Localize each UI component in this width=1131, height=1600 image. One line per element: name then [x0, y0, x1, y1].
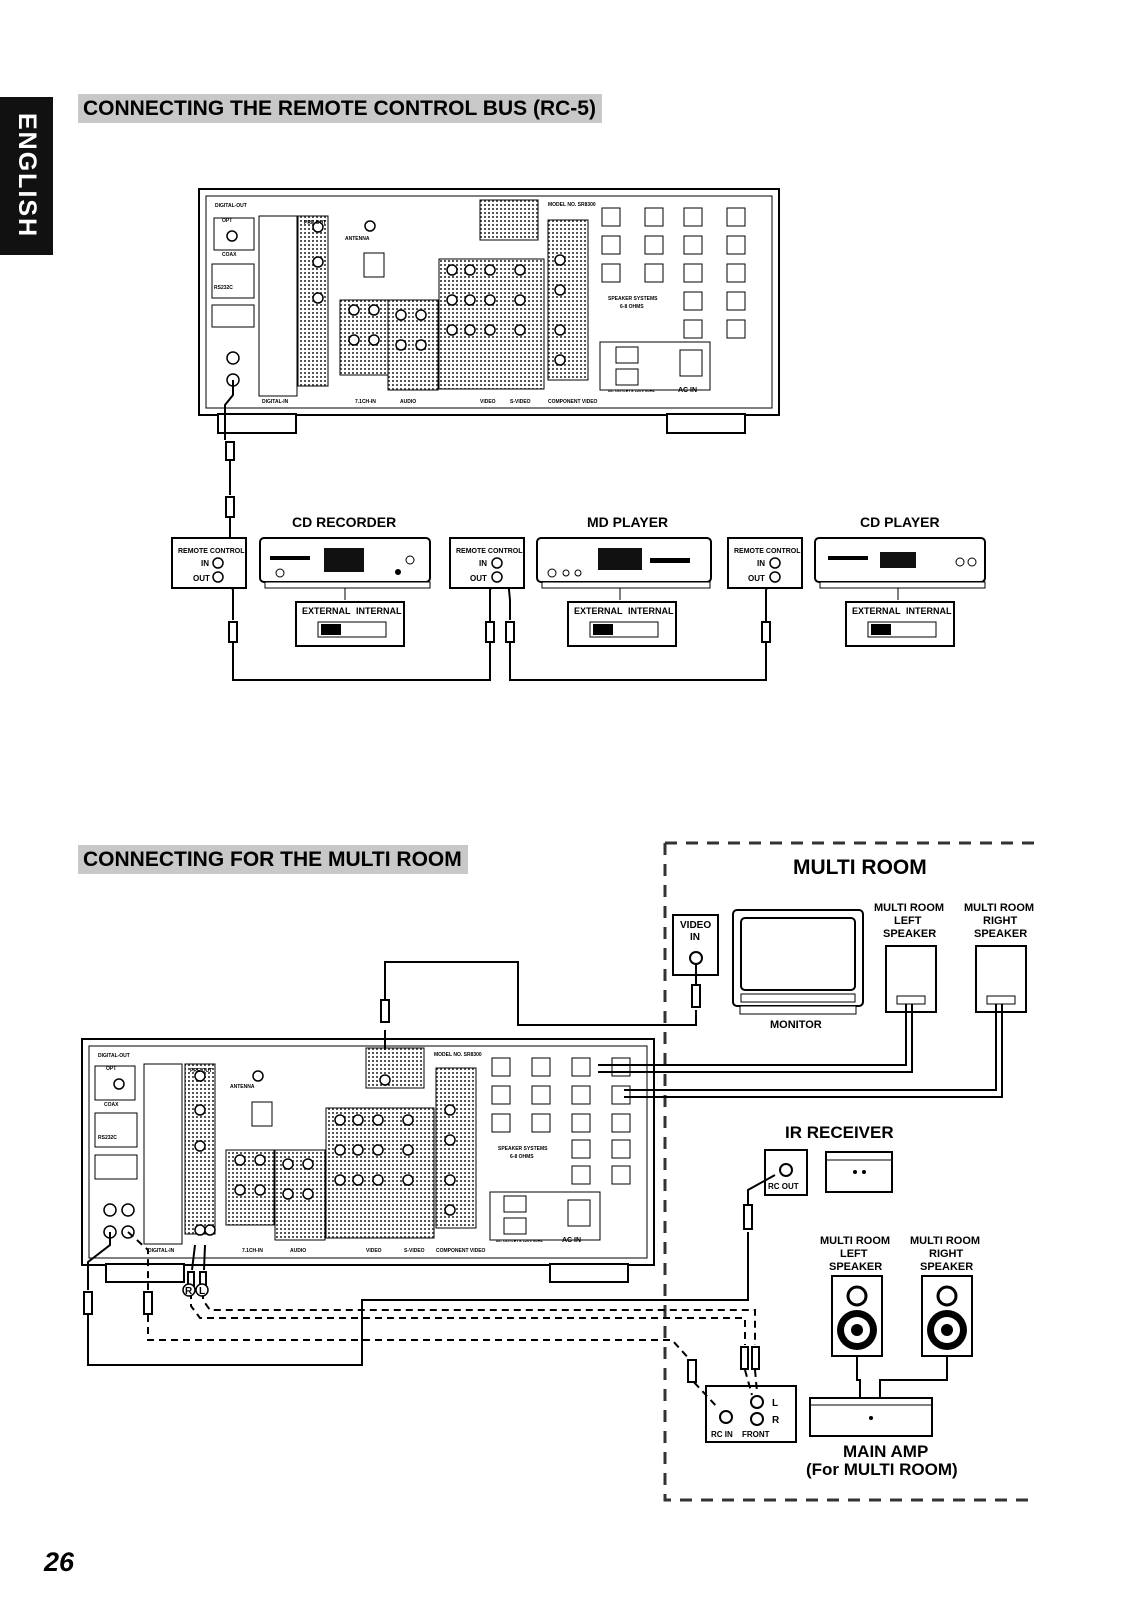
plug-r-label: R — [185, 1286, 193, 1297]
svg-text:SPEAKER: SPEAKER — [829, 1261, 882, 1273]
svg-text:OUT: OUT — [193, 574, 210, 583]
svg-text:SPEAKER: SPEAKER — [920, 1261, 973, 1273]
svg-text:EXTERNAL: EXTERNAL — [574, 606, 623, 616]
svg-text:DIGITAL-OUT: DIGITAL-OUT — [98, 1053, 130, 1059]
svg-text:EXTERNAL: EXTERNAL — [302, 606, 351, 616]
svg-text:AUDIO: AUDIO — [290, 1248, 306, 1254]
svg-text:RS232C: RS232C — [214, 285, 233, 291]
svg-text:AC IN: AC IN — [562, 1237, 581, 1244]
svg-text:DIGITAL-OUT: DIGITAL-OUT — [215, 203, 247, 209]
ir-receiver: IR RECEIVER RC OUT — [764, 1123, 894, 1196]
svg-text:ANTENNA: ANTENNA — [230, 1084, 255, 1090]
svg-text:7.1CH-IN: 7.1CH-IN — [242, 1248, 263, 1254]
svg-text:RC OUT: RC OUT — [768, 1182, 799, 1191]
svg-text:MAIN AMP: MAIN AMP — [843, 1442, 928, 1461]
cd-recorder: CD RECORDER REMOTE CONTROL IN OUT EXTERN… — [171, 514, 431, 647]
section-title-remote-bus: CONNECTING THE REMOTE CONTROL BUS (RC-5) — [78, 94, 602, 123]
svg-text:REMOTE CONTROL: REMOTE CONTROL — [734, 548, 801, 555]
svg-text:SPEAKER SYSTEMS: SPEAKER SYSTEMS — [498, 1146, 548, 1152]
svg-text:LEFT: LEFT — [840, 1248, 868, 1260]
svg-text:AC IN: AC IN — [678, 387, 697, 394]
svg-text:REMOTE CONTROL: REMOTE CONTROL — [178, 548, 245, 555]
svg-text:COAX: COAX — [222, 252, 237, 258]
svg-text:RIGHT: RIGHT — [929, 1248, 964, 1260]
plug-l-label: L — [199, 1286, 205, 1297]
svg-text:MULTI ROOM: MULTI ROOM — [874, 902, 944, 914]
svg-text:SPEAKER: SPEAKER — [974, 928, 1027, 940]
svg-text:OPT: OPT — [222, 218, 232, 224]
svg-text:RIGHT: RIGHT — [983, 915, 1018, 927]
svg-text:7.1CH-IN: 7.1CH-IN — [355, 399, 376, 405]
svg-text:CD PLAYER: CD PLAYER — [860, 514, 940, 530]
language-label: ENGLISH — [13, 113, 41, 239]
svg-text:ANTENNA: ANTENNA — [345, 236, 370, 242]
multi-speakers-bottom: MULTI ROOM LEFT SPEAKER MULTI ROOM RIGHT… — [820, 1235, 980, 1357]
svg-text:L: L — [772, 1398, 778, 1409]
svg-text:RS232C: RS232C — [98, 1135, 117, 1141]
svg-text:(For MULTI ROOM): (For MULTI ROOM) — [806, 1460, 958, 1479]
multi-room-title: MULTI ROOM — [793, 856, 927, 879]
svg-text:IR RECEIVER: IR RECEIVER — [785, 1123, 894, 1142]
svg-text:MD PLAYER: MD PLAYER — [587, 514, 668, 530]
svg-text:S-VIDEO: S-VIDEO — [510, 399, 531, 405]
svg-text:PRE OUT: PRE OUT — [190, 1068, 212, 1074]
svg-text:AC OUTLETS 120V 60HZ: AC OUTLETS 120V 60HZ — [496, 1238, 543, 1243]
svg-text:MODEL NO. SR8300: MODEL NO. SR8300 — [548, 202, 596, 208]
language-tab: ENGLISH — [0, 97, 53, 255]
svg-text:INTERNAL: INTERNAL — [906, 606, 952, 616]
svg-text:SPEAKER SYSTEMS: SPEAKER SYSTEMS — [608, 296, 658, 302]
cd-player: CD PLAYER REMOTE CONTROL IN OUT EXTERNAL… — [727, 514, 986, 647]
svg-text:COMPONENT VIDEO: COMPONENT VIDEO — [436, 1248, 486, 1254]
svg-text:S-VIDEO: S-VIDEO — [404, 1248, 425, 1254]
receiver-rear-panel-bottom: DIGITAL-OUT OPT COAX RS232C PRE OUT ANTE… — [81, 1038, 655, 1283]
svg-text:INTERNAL: INTERNAL — [356, 606, 402, 616]
svg-text:R: R — [772, 1415, 780, 1426]
svg-text:6-8 OHMS: 6-8 OHMS — [620, 304, 644, 310]
svg-text:COAX: COAX — [104, 1102, 119, 1108]
svg-text:FRONT: FRONT — [742, 1430, 770, 1439]
svg-text:OUT: OUT — [748, 574, 765, 583]
svg-text:SPEAKER: SPEAKER — [883, 928, 936, 940]
section-title-multi-room: CONNECTING FOR THE MULTI ROOM — [78, 845, 468, 874]
rc-bus-cables — [224, 380, 779, 681]
svg-text:RC IN: RC IN — [711, 1430, 733, 1439]
receiver-rear-panel-top: DIGITAL-OUT OPT COAX RS232C PRE OUT ANTE… — [198, 188, 780, 434]
svg-text:INTERNAL: INTERNAL — [628, 606, 674, 616]
svg-text:MODEL NO. SR8300: MODEL NO. SR8300 — [434, 1052, 482, 1058]
svg-text:COMPONENT VIDEO: COMPONENT VIDEO — [548, 399, 598, 405]
svg-text:IN: IN — [201, 559, 209, 568]
svg-text:REMOTE CONTROL: REMOTE CONTROL — [456, 548, 523, 555]
svg-text:DIGITAL-IN: DIGITAL-IN — [262, 399, 289, 405]
svg-text:MULTI ROOM: MULTI ROOM — [964, 902, 1034, 914]
svg-text:AUDIO: AUDIO — [400, 399, 416, 405]
svg-text:VIDEO: VIDEO — [366, 1248, 382, 1254]
svg-text:VIDEO: VIDEO — [480, 399, 496, 405]
multi-room-boundary — [663, 841, 1036, 1502]
svg-text:EXTERNAL: EXTERNAL — [852, 606, 901, 616]
md-player: MD PLAYER REMOTE CONTROL IN OUT EXTERNAL… — [449, 514, 712, 647]
svg-text:CD RECORDER: CD RECORDER — [292, 514, 396, 530]
svg-text:LEFT: LEFT — [894, 915, 922, 927]
svg-text:AC OUTLETS 120V 60HZ: AC OUTLETS 120V 60HZ — [608, 388, 655, 393]
svg-text:PRE OUT: PRE OUT — [304, 220, 326, 226]
svg-text:OUT: OUT — [470, 574, 487, 583]
svg-text:IN: IN — [690, 932, 700, 943]
svg-text:MULTI ROOM: MULTI ROOM — [910, 1235, 980, 1247]
multi-room-cables — [83, 961, 1003, 1398]
page-number: 26 — [44, 1547, 75, 1577]
svg-text:MULTI ROOM: MULTI ROOM — [820, 1235, 890, 1247]
monitor: VIDEO IN MONITOR — [672, 909, 864, 1031]
svg-text:6-8 OHMS: 6-8 OHMS — [510, 1154, 534, 1160]
multi-speakers-top: MULTI ROOM LEFT SPEAKER MULTI ROOM RIGHT… — [874, 902, 1034, 1013]
main-amp: L R RC IN FRONT MAIN AMP (For MULTI ROOM… — [705, 1385, 958, 1479]
svg-text:IN: IN — [757, 559, 765, 568]
svg-text:MONITOR: MONITOR — [770, 1019, 822, 1031]
svg-text:OPT: OPT — [106, 1066, 116, 1072]
svg-text:VIDEO: VIDEO — [680, 920, 711, 931]
svg-text:IN: IN — [479, 559, 487, 568]
svg-text:DIGITAL-IN: DIGITAL-IN — [148, 1248, 175, 1254]
